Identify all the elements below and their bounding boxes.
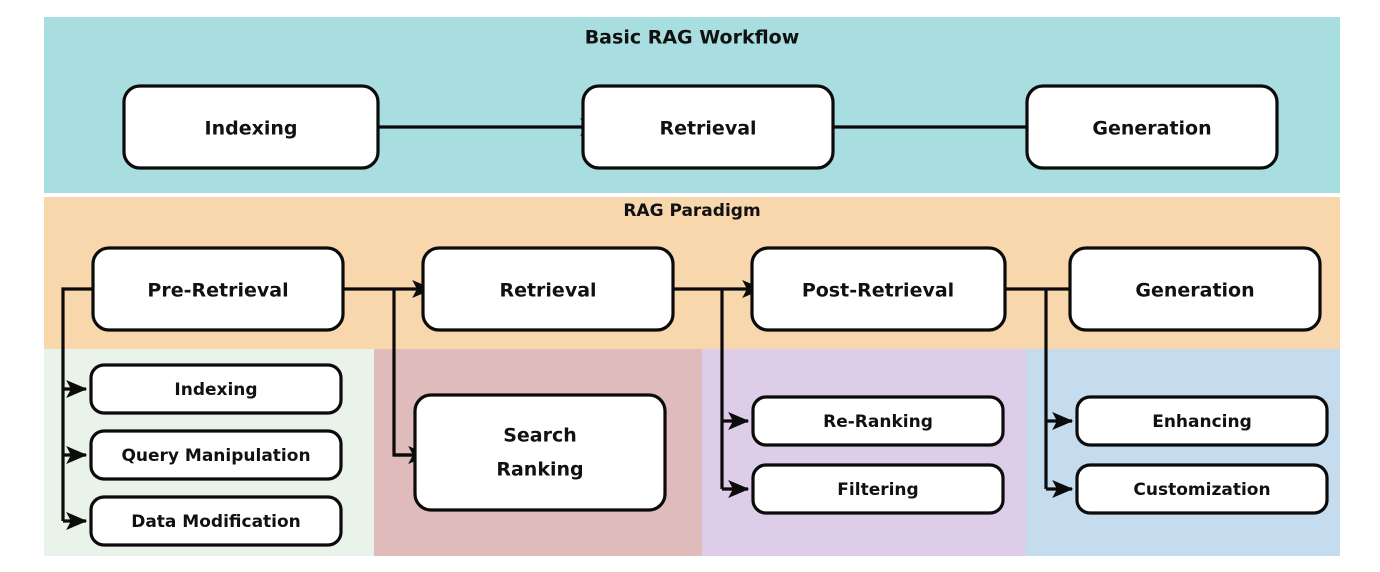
substep-data-modification-label: Data Modification bbox=[131, 512, 301, 532]
basic-node-indexing-label: Indexing bbox=[205, 118, 298, 140]
basic-node-retrieval-label: Retrieval bbox=[659, 118, 756, 140]
substep-customization-rect bbox=[1075, 463, 1329, 515]
basic-node-generation[interactable]: Generation bbox=[1025, 84, 1279, 170]
substep-re-ranking[interactable]: Re-Ranking bbox=[751, 395, 1005, 447]
basic-node-retrieval-rect bbox=[581, 84, 835, 170]
substep-enhancing[interactable]: Enhancing bbox=[1075, 395, 1329, 447]
paradigm-node-generation[interactable]: Generation bbox=[1068, 246, 1322, 332]
column-generation-background bbox=[1026, 349, 1340, 556]
paradigm-node-pre-retrieval[interactable]: Pre-Retrieval bbox=[91, 246, 345, 332]
paradigm-node-post-retrieval-rect bbox=[750, 246, 1007, 332]
basic-node-generation-rect bbox=[1025, 84, 1279, 170]
basic-node-indexing[interactable]: Indexing bbox=[122, 84, 380, 170]
band-basic-title: Basic RAG Workflow bbox=[585, 27, 800, 49]
substep-re-ranking-label: Re-Ranking bbox=[823, 412, 933, 432]
substep-indexing-rect bbox=[89, 363, 343, 415]
substep-filtering-rect bbox=[751, 463, 1005, 515]
substep-filtering[interactable]: Filtering bbox=[751, 463, 1005, 515]
substep-customization-label: Customization bbox=[1133, 480, 1270, 500]
bus-pre-retrieval bbox=[61, 287, 93, 521]
paradigm-node-generation-label: Generation bbox=[1135, 280, 1254, 302]
paradigm-node-retrieval-label: Retrieval bbox=[499, 280, 596, 302]
substep-search-ranking-label-line2: Ranking bbox=[496, 459, 583, 481]
paradigm-node-post-retrieval[interactable]: Post-Retrieval bbox=[750, 246, 1007, 332]
substep-search-ranking-rect bbox=[413, 393, 667, 512]
paradigm-node-post-retrieval-label: Post-Retrieval bbox=[802, 280, 954, 302]
band-paradigm-title: RAG Paradigm bbox=[623, 201, 760, 221]
substep-re-ranking-rect bbox=[751, 395, 1005, 447]
substep-indexing-label: Indexing bbox=[174, 380, 257, 400]
basic-node-generation-label: Generation bbox=[1092, 118, 1211, 140]
paradigm-node-generation-rect bbox=[1068, 246, 1322, 332]
substep-filtering-label: Filtering bbox=[837, 480, 918, 500]
basic-node-retrieval[interactable]: Retrieval bbox=[581, 84, 835, 170]
substep-query-manipulation-label: Query Manipulation bbox=[121, 446, 310, 466]
substep-search-ranking-label-line1: Search bbox=[503, 425, 577, 447]
substep-search-ranking[interactable]: Search Ranking bbox=[413, 393, 667, 512]
column-post-retrieval-background bbox=[702, 349, 1026, 556]
substep-data-modification-rect bbox=[89, 495, 343, 547]
paradigm-node-retrieval[interactable]: Retrieval bbox=[421, 246, 675, 332]
basic-node-indexing-rect bbox=[122, 84, 380, 170]
substep-customization[interactable]: Customization bbox=[1075, 463, 1329, 515]
substep-enhancing-rect bbox=[1075, 395, 1329, 447]
substep-data-modification[interactable]: Data Modification bbox=[89, 495, 343, 547]
paradigm-node-retrieval-rect bbox=[421, 246, 675, 332]
substep-query-manipulation-rect bbox=[89, 429, 343, 481]
substep-enhancing-label: Enhancing bbox=[1152, 412, 1252, 432]
substep-indexing[interactable]: Indexing bbox=[89, 363, 343, 415]
paradigm-node-pre-retrieval-label: Pre-Retrieval bbox=[147, 280, 288, 302]
substep-query-manipulation[interactable]: Query Manipulation bbox=[89, 429, 343, 481]
